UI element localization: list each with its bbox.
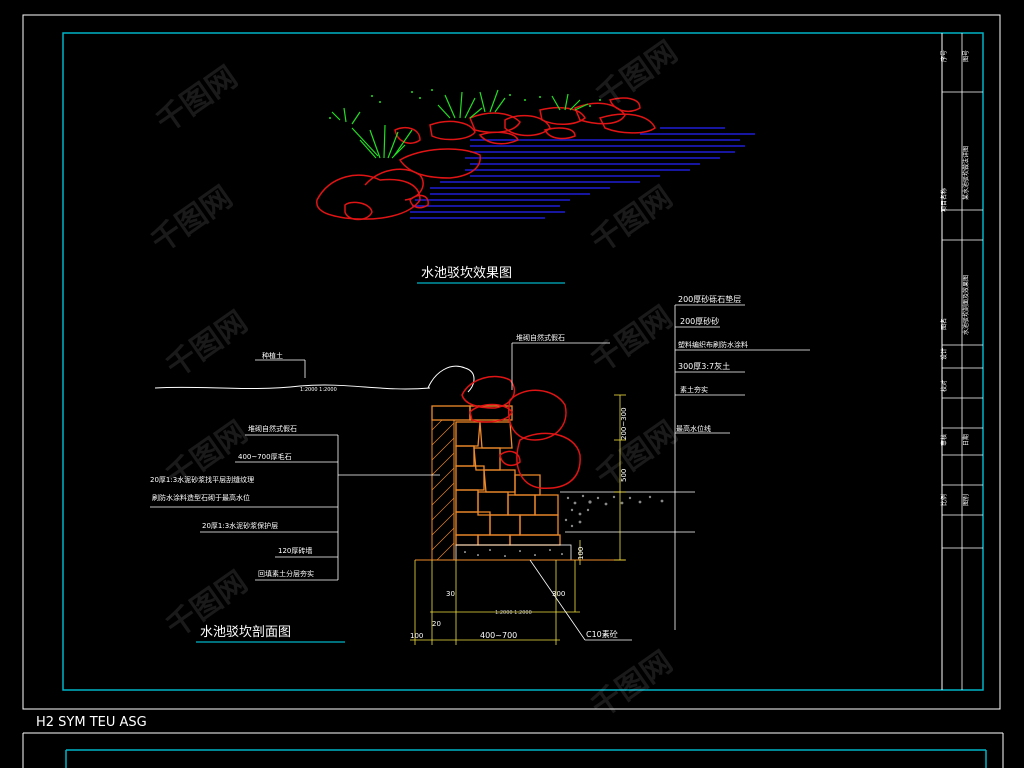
dim-100b: 100 [577,547,585,560]
dim-300: 300 [552,590,565,598]
dim-20: 20 [432,620,441,628]
tb-cell-3: 项目名称 [940,188,948,212]
dim-100: 100 [410,632,423,640]
inner-frame [62,32,984,691]
rubble-label: 400~700厚毛石 [238,452,292,461]
brick-label: 120厚砖墙 [278,546,312,555]
layer1-label: 200厚砂砾石垫层 [678,294,741,304]
backfill-label: 回填素土分层夯实 [258,569,314,578]
layer3-label: 塑料编织布刷防水涂料 [678,340,748,349]
tb-drawing: 水池驳坎剖面及效果图 [962,275,970,335]
rubble-masonry [431,405,561,546]
layer5-label: 素土夯实 [680,385,708,394]
natural-rock-left-label: 堆砌自然式假石 [248,424,297,433]
dimension-lines [410,394,626,645]
grass [331,89,589,159]
section-view: 种植土 1:2000 1:2000 [150,294,810,645]
mortar-note-1: 20厚1:3水泥砂浆找平层刮缝纹理 [150,475,254,484]
rocks [316,97,656,221]
leaders-left [150,434,632,641]
bottom-text: H2 SYM TEU ASG [36,715,147,730]
svg-text:1:2000 1:2000: 1:2000 1:2000 [495,610,532,616]
tb-cell-4: 图名 [940,318,948,330]
water-level-label: 最高水位线 [676,424,711,433]
grass-dots [329,89,601,119]
tb-cell-7: 审核 [940,434,948,446]
dim-200-300: 200~300 [620,407,628,440]
tb-cell-1: 序号 [940,50,948,62]
section-title: 水池驳坎剖面图 [200,625,291,640]
title-block: 序号 图号 某水池驳坎做法详图 项目名称 水池驳坎剖面及效果图 图名 设计 校对… [940,50,983,549]
mortar-note-2: 刷防水涂料造型石砌于最高水位 [152,493,250,502]
svg-text:1:2000 1:2000: 1:2000 1:2000 [300,387,337,393]
tb-cell-10: 图别 [962,494,970,506]
tb-cell-6: 校对 [940,380,948,392]
tb-cell-5: 设计 [940,348,948,360]
tb-cell-9: 比例 [940,494,948,506]
concrete-label: C10素砼 [586,629,618,639]
leaders-right [511,304,810,630]
dim-30: 30 [446,590,455,598]
brick-hatch [431,419,455,561]
dim-500: 500 [620,469,628,482]
effect-title: 水池驳坎效果图 [421,266,512,281]
natural-rock-top-label: 堆砌自然式假石 [516,333,565,342]
tb-project: 某水池驳坎做法详图 [962,146,970,200]
section-rocks [461,375,581,489]
layer2-label: 200厚砂砂 [680,316,719,326]
tb-cell-2: 图号 [963,50,970,62]
outer-frame [22,14,1001,710]
planting-soil-label: 种植土 [262,351,283,360]
tb-cell-8: 日期 [962,434,970,446]
protect-label: 20厚1:3水泥砂浆保护层 [202,521,278,530]
ground-line [154,384,431,390]
effect-view: 水池驳坎效果图 [316,89,755,284]
layer4-label: 300厚3:7灰土 [678,361,730,371]
gravel [564,494,664,528]
water-hatch [410,127,755,219]
dim-400-700: 400~700 [480,631,517,640]
